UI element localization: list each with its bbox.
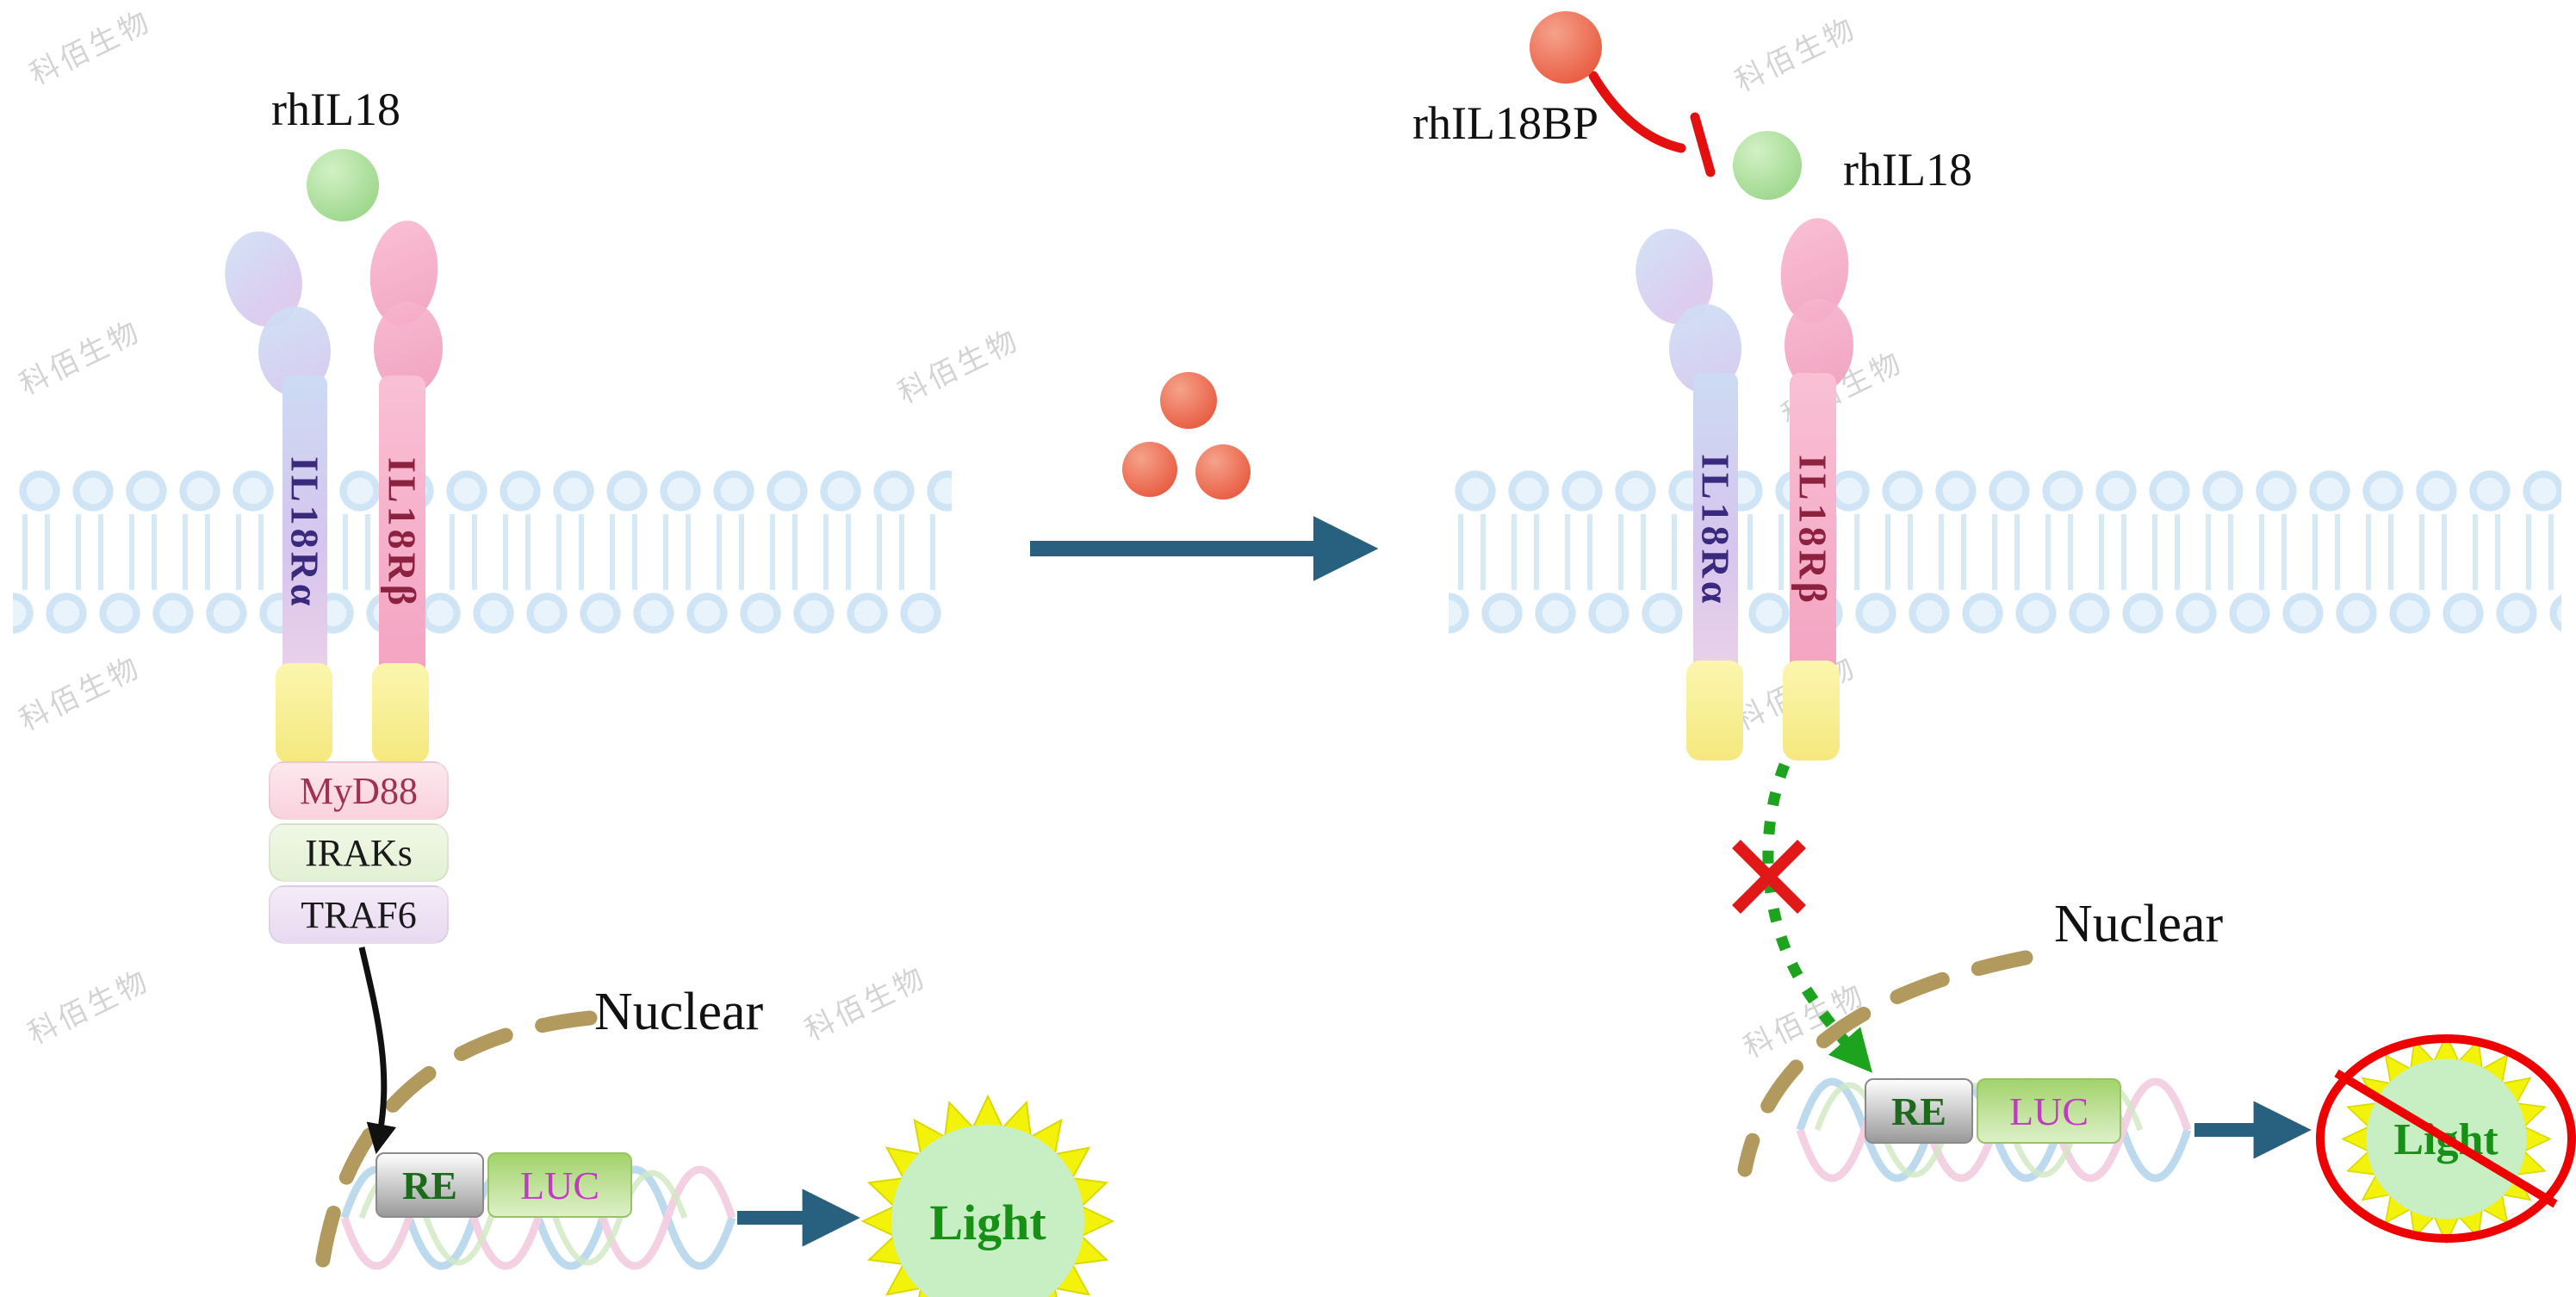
transmembrane-domain xyxy=(1686,661,1743,760)
iraks-label: IRAKs xyxy=(305,831,413,874)
re-label: RE xyxy=(1891,1089,1946,1133)
watermark: 科佰生物 xyxy=(24,3,158,92)
re-label: RE xyxy=(402,1163,457,1207)
il18ra-label: IL18Rα xyxy=(282,456,327,610)
watermark: 科佰生物 xyxy=(1738,977,1871,1065)
il18rb-label: IL18Rβ xyxy=(380,456,425,610)
light-label-left: Light xyxy=(929,1195,1046,1250)
rhil18bp-dose-circle xyxy=(1195,444,1251,500)
luc-box-right: LUC xyxy=(1977,1078,2121,1144)
transmembrane-domain xyxy=(372,663,429,763)
watermark: 科佰生物 xyxy=(14,649,147,738)
rhil18bp-label: rhIL18BP xyxy=(1412,97,1598,149)
luc-label: LUC xyxy=(2009,1089,2089,1133)
myd88-box: MyD88 xyxy=(269,761,449,820)
myd88-label: MyD88 xyxy=(300,769,418,812)
receptor-complex-right: IL18Rα IL18Rβ xyxy=(1625,214,1929,771)
watermark: 科佰生物 xyxy=(799,959,933,1048)
nuclear-label-right: Nuclear xyxy=(2054,895,2224,953)
il18ra-chain: IL18Rα xyxy=(282,375,327,691)
il18ra-chain: IL18Rα xyxy=(1693,373,1738,688)
rhil18bp-inhibitor-circle xyxy=(1530,11,1602,84)
il18rb-chain: IL18Rβ xyxy=(379,375,425,691)
rhil18bp-dose-circle xyxy=(1122,442,1177,497)
light-label-right: Light xyxy=(2393,1115,2498,1164)
il18ra-label: IL18Rα xyxy=(1693,454,1738,607)
watermark: 科佰生物 xyxy=(1729,10,1863,99)
cell-membrane-right xyxy=(1449,466,2561,638)
cell-membrane-left xyxy=(13,466,952,638)
traf6-label: TRAF6 xyxy=(301,893,417,936)
re-box-right: RE xyxy=(1865,1078,1973,1144)
re-box-left: RE xyxy=(376,1152,484,1218)
nuclear-label-left: Nuclear xyxy=(594,983,764,1041)
transmembrane-domain xyxy=(276,663,332,763)
watermark: 科佰生物 xyxy=(892,322,1026,411)
receptor-complex-left: IL18Rα IL18Rβ xyxy=(214,217,518,773)
watermark: 科佰生物 xyxy=(14,313,147,402)
watermark: 科佰生物 xyxy=(22,963,156,1052)
traf6-box: TRAF6 xyxy=(269,885,449,944)
il18rb-chain: IL18Rβ xyxy=(1790,373,1836,688)
rhil18-label-left: rhIL18 xyxy=(271,84,400,135)
iraks-box: IRAKs xyxy=(269,823,449,882)
il18rb-label: IL18Rβ xyxy=(1791,454,1835,607)
signal-arrow xyxy=(358,946,397,1155)
luc-box-left: LUC xyxy=(487,1152,632,1218)
rhil18-label-right: rhIL18 xyxy=(1843,144,1972,195)
luc-label: LUC xyxy=(520,1163,599,1207)
rhil18-ligand-circle xyxy=(307,149,379,221)
inhibition-line-icon xyxy=(1588,71,1716,177)
blocked-cross-icon xyxy=(1732,840,1806,914)
rhil18bp-dose-circle xyxy=(1160,372,1217,429)
transmembrane-domain xyxy=(1783,661,1840,760)
rhil18-ligand-circle xyxy=(1733,131,1802,200)
